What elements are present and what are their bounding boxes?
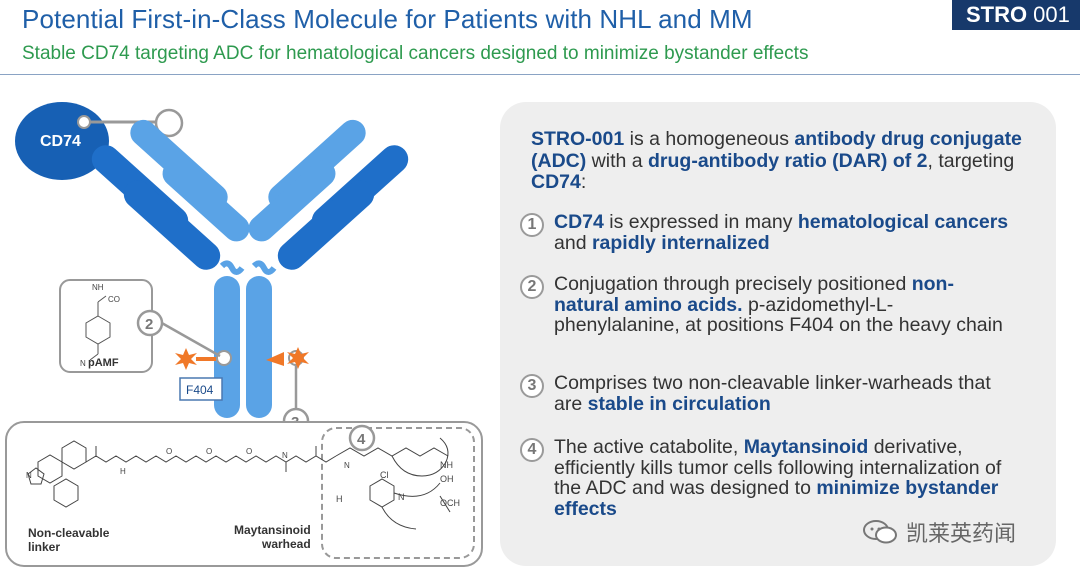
cd74-epitope-circle (154, 108, 184, 138)
cd74-connector-dot (77, 115, 91, 129)
linker-structure (27, 440, 337, 508)
chem-nh-2: NH (440, 460, 453, 470)
info-lead: STRO-001 is a homogeneous antibody drug … (531, 128, 1031, 194)
point-1-number: 1 (520, 213, 544, 237)
chem-n-2: N (282, 451, 288, 460)
point-4-number: 4 (520, 438, 544, 462)
pamf-structure (85, 295, 111, 361)
pamf-co2h: CO (108, 295, 120, 304)
wechat-icon (863, 520, 897, 544)
body-text: and (554, 231, 592, 254)
page-title: Potential First-in-Class Molecule for Pa… (22, 4, 753, 34)
emphasis-text: rapidly internalized (591, 231, 770, 254)
fc-right-lower (246, 332, 272, 418)
emphasis-text: non-natural amino acids. (554, 273, 954, 316)
warhead-caption-1: Maytansinoid (234, 523, 311, 537)
chem-o-3: O (246, 447, 252, 456)
callout-2-number: 2 (145, 316, 153, 333)
linker-warhead-box (5, 421, 483, 567)
program-badge: STRO 001 (952, 0, 1080, 30)
callout-4-number: 4 (357, 431, 366, 448)
pamf-label: pAMF (88, 357, 119, 369)
emphasis-text: hematological cancers (797, 211, 1009, 233)
emphasis-text: CD74 (554, 211, 604, 233)
watermark-text: 凯莱英药闻 (906, 521, 1017, 546)
body-text: : (580, 171, 587, 193)
antibody (91, 119, 409, 418)
watermark: 凯莱英药闻 (862, 516, 1016, 548)
body-text: , targeting (927, 149, 1015, 172)
emphasis-text: Maytansinoid (743, 436, 869, 458)
point-1-text: CD74 is expressed in many hematological … (554, 212, 1014, 253)
point-4-text: The active catabolite, Maytansinoid deri… (554, 437, 1014, 519)
body-text: derivative, efficiently kills tumor cell… (554, 436, 1002, 499)
body-text: Conjugation through precisely positioned (554, 273, 912, 295)
chem-n-4: N (398, 492, 405, 502)
point-3-text: Comprises two non-cleavable linker-warhe… (554, 373, 1014, 414)
right-fab-heavy-2 (248, 160, 336, 242)
point-2-text: Conjugation through precisely positioned… (554, 274, 1014, 336)
body-text: p-azidomethyl-L-phenylalanine, at positi… (554, 293, 1003, 336)
left-fab-heavy-2 (162, 160, 250, 242)
body-text: is expressed in many (603, 211, 798, 233)
emphasis-text: antibody drug conjugate (ADC) (531, 128, 1022, 172)
chem-och3: OCH (440, 498, 460, 508)
body-text: is a homogeneous (624, 128, 795, 150)
warhead-caption-2: warhead (261, 537, 311, 551)
point-3-number: 3 (520, 374, 544, 398)
cd74-label: CD74 (40, 133, 81, 150)
badge-bold: STRO (966, 2, 1028, 27)
page-subtitle: Stable CD74 targeting ADC for hematologi… (22, 43, 809, 64)
chem-oh: OH (440, 474, 454, 484)
linker-caption-1: Non-cleavable (28, 526, 110, 540)
f404-box (179, 377, 223, 401)
pamf-nh2: NH (92, 283, 104, 292)
right-fab-light-2 (277, 180, 375, 270)
point-2-number: 2 (520, 275, 544, 299)
warhead-link-right (266, 352, 284, 366)
warhead-starburst-right (287, 347, 309, 369)
info-panel (500, 102, 1056, 566)
header-divider (0, 74, 1080, 75)
f404-label: F404 (186, 383, 214, 397)
emphasis-text: STRO-001 (531, 128, 625, 150)
hinge-right (251, 260, 277, 275)
chem-o-2: O (206, 447, 212, 456)
conjugation-site-left (216, 350, 232, 366)
chem-nh-1: H (120, 467, 126, 476)
maytansinoid-dashed-box (321, 427, 475, 559)
body-text: The active catabolite, (554, 436, 744, 458)
emphasis-text: drug-antibody ratio (DAR) of 2 (648, 149, 928, 172)
chem-n-1: N (26, 471, 32, 480)
left-fab-light-2 (123, 180, 221, 270)
fc-left-lower (214, 332, 240, 418)
emphasis-text: minimize bystander effects (554, 477, 999, 520)
warhead-starburst-left (175, 348, 197, 370)
maytansinoid-structure (335, 437, 451, 530)
callout-2-leader (159, 320, 221, 358)
emphasis-text: stable in circulation (587, 392, 771, 415)
hinge-left (219, 260, 245, 275)
chem-cl: Cl (380, 470, 389, 480)
adc-diagram: CD74 NH CO (5, 102, 483, 567)
callout-4-circle (348, 424, 376, 452)
chem-n-3: N (344, 461, 350, 470)
badge-number: 001 (1033, 2, 1070, 27)
chem-h3co: H (336, 494, 343, 504)
pamf-n3: N (80, 359, 86, 368)
body-text: with a (586, 149, 649, 172)
callout-2-circle (136, 309, 164, 337)
body-text: Comprises two non-cleavable linker-warhe… (554, 372, 991, 415)
emphasis-text: CD74 (531, 171, 581, 193)
linker-caption-2: linker (28, 540, 60, 554)
chem-o-1: O (166, 447, 172, 456)
